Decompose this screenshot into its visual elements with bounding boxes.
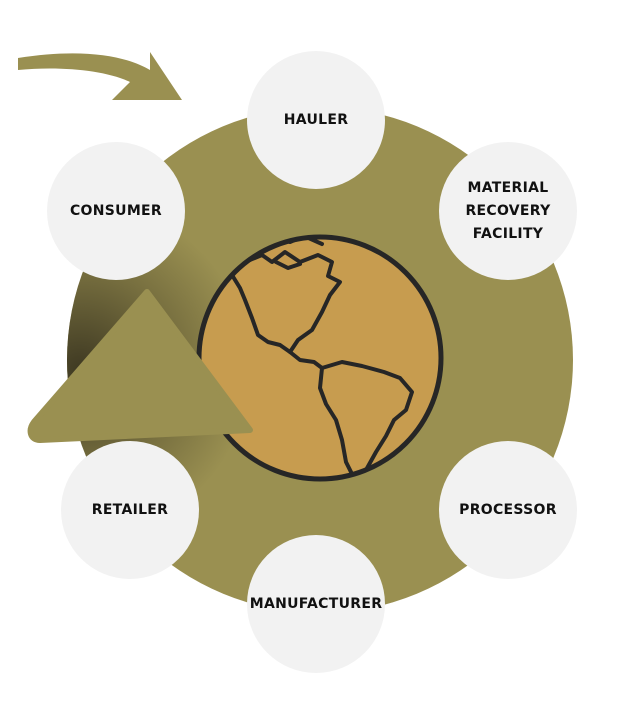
node-label: CONSUMER [69, 202, 163, 219]
globe-americas-icon [196, 234, 444, 482]
node-retailer: RETAILER [61, 441, 199, 579]
node-label: RETAILER [91, 501, 169, 518]
curved-arrow-icon [18, 52, 182, 100]
node-processor: PROCESSOR [439, 441, 577, 579]
node-consumer: CONSUMER [47, 142, 185, 280]
node-manufacturer: MANUFACTURER [247, 535, 385, 673]
node-hauler: HAULER [247, 51, 385, 189]
node-label: MATERIAL RECOVERY FACILITY [465, 179, 551, 242]
node-label: PROCESSOR [459, 501, 557, 518]
triangle-arrow-icon [27, 289, 253, 443]
node-label: MANUFACTURER [249, 595, 383, 612]
node-label: HAULER [283, 111, 349, 128]
node-material-recovery-facility: MATERIAL RECOVERY FACILITY [439, 142, 577, 280]
